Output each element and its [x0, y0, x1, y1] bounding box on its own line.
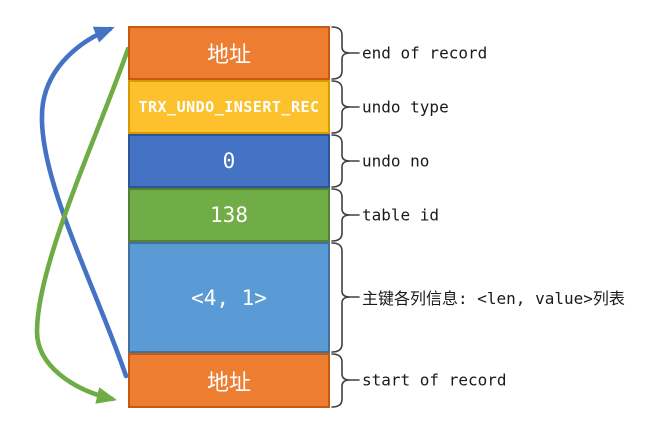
block-key-columns: <4, 1> [128, 242, 330, 353]
green-curved-arrow [34, 46, 131, 404]
brace-start-of-record [331, 353, 360, 408]
block-end-address: 地址 [128, 26, 330, 80]
brace-key-columns [331, 242, 360, 353]
brace-undo-type [331, 80, 360, 134]
block-start-address: 地址 [128, 353, 330, 408]
label-end-of-record: end of record [362, 43, 488, 63]
field-braces [331, 26, 360, 408]
brace-end-of-record [331, 26, 360, 80]
label-table-id: table id [362, 205, 440, 225]
block-table-id: 138 [128, 188, 330, 242]
label-undo-type: undo type [362, 97, 449, 117]
brace-table-id [331, 188, 360, 242]
blue-curved-arrow [39, 26, 129, 379]
label-key-columns: 主键各列信息: <len, value>列表 [362, 289, 625, 308]
brace-undo-no [331, 134, 360, 188]
block-undo-type: TRX_UNDO_INSERT_REC [128, 80, 330, 134]
block-undo-no: 0 [128, 134, 330, 188]
label-undo-no: undo no [362, 151, 430, 171]
label-start-of-record: start of record [362, 370, 507, 390]
